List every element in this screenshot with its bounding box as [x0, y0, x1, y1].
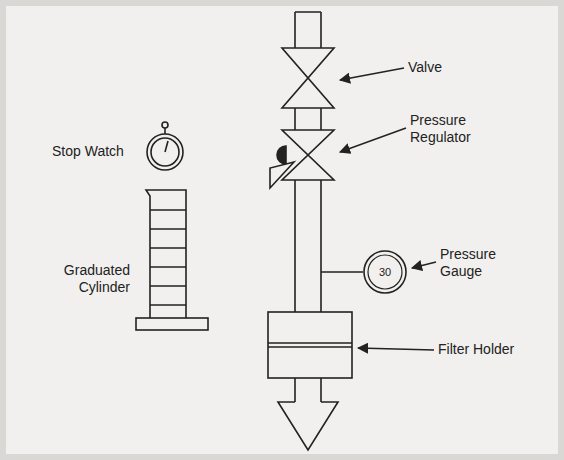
leader-line — [412, 262, 436, 268]
regulator-label: Pressure Regulator — [410, 112, 490, 146]
graduation-mark — [150, 247, 186, 248]
valve-label: Valve — [408, 59, 508, 76]
stopwatch-label: Stop Watch — [52, 143, 152, 160]
filter-membrane — [268, 343, 352, 347]
pipe — [295, 180, 321, 312]
graduation-mark — [150, 266, 186, 267]
gauge-rim — [364, 251, 406, 293]
gauge-label: Pressure Gauge — [440, 246, 510, 280]
gauge-reading: 30 — [379, 266, 391, 278]
stopwatch-stem — [164, 128, 166, 134]
inlet-pipe — [295, 12, 321, 50]
valve-symbol — [282, 48, 334, 108]
cylinder-label: Graduated Cylinder — [40, 262, 130, 296]
stopwatch — [147, 134, 183, 170]
filter-holder — [268, 312, 352, 378]
leader-line — [340, 68, 404, 80]
graduation-mark — [150, 228, 186, 229]
filter-label: Filter Holder — [438, 341, 548, 358]
stopwatch — [151, 138, 179, 166]
leader-line — [340, 128, 406, 152]
regulator-flap — [270, 162, 294, 188]
regulator-symbol — [282, 130, 334, 180]
leader-line — [358, 348, 434, 350]
gauge-line — [321, 271, 363, 273]
stopwatch-hand — [165, 141, 168, 152]
outlet-arrow — [278, 402, 338, 450]
graduation-mark — [150, 304, 186, 305]
stopwatch-ring — [162, 122, 168, 128]
pressure-gauge: 30 — [363, 250, 407, 294]
graduation-mark — [150, 285, 186, 286]
regulator-knob — [277, 146, 286, 164]
paper — [6, 6, 558, 454]
pipe — [295, 108, 321, 130]
graduation-mark — [150, 209, 186, 210]
cylinder-base — [136, 318, 208, 330]
graduated-cylinder — [146, 190, 186, 318]
gauge-face — [368, 255, 402, 289]
outlet-pipe — [295, 378, 321, 402]
